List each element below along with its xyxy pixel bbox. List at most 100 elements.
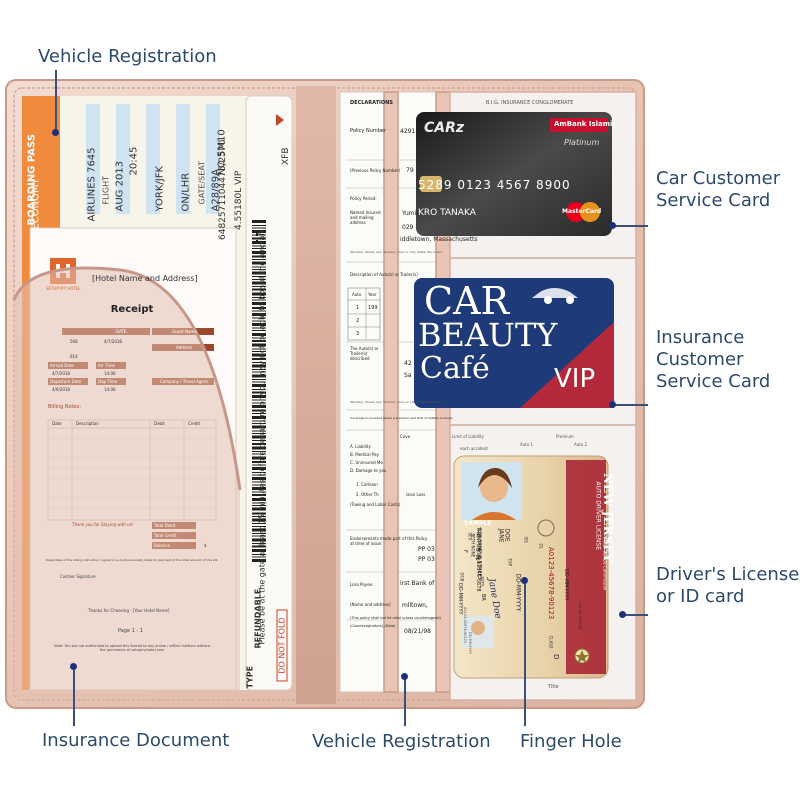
- barcode-bar: [252, 487, 266, 490]
- barcode-bar: [252, 271, 266, 275]
- callout-dot-car-service: [609, 222, 616, 229]
- wallet-spine: [296, 86, 336, 704]
- barcode-bar: [252, 413, 266, 414]
- label-insurance-document: Insurance Document: [42, 730, 230, 751]
- callout-line-insurance-service: [612, 404, 648, 406]
- barcode-bar: [252, 484, 266, 486]
- barcode-bar: [252, 549, 266, 552]
- barcode-bar: [252, 528, 266, 532]
- barcode-bar: [252, 545, 266, 548]
- barcode-bar: [252, 292, 266, 296]
- barcode-bar: [252, 358, 266, 360]
- barcode-bar: [252, 333, 266, 336]
- barcode-bar: [252, 297, 266, 298]
- barcode-bar: [252, 472, 266, 473]
- bank-card: [416, 112, 612, 236]
- barcode-bar: [252, 395, 266, 398]
- barcode-bar: [252, 533, 266, 534]
- license-seal-icon: [537, 519, 555, 537]
- barcode-bar: [252, 481, 266, 483]
- label-insurance-customer-service: Insurance Customer Service Card: [656, 327, 771, 392]
- barcode-bar: [252, 507, 266, 511]
- drivers-license-card: [453, 455, 609, 679]
- barcode-bar: [252, 516, 266, 517]
- barcode-bar: [252, 337, 266, 339]
- car-icon: [532, 288, 578, 298]
- barcode-bar: [252, 255, 266, 258]
- barcode-bar: [252, 299, 266, 301]
- bank-card-body: [416, 112, 612, 236]
- barcode-bar: [252, 369, 266, 370]
- mastercard-yellow-icon: [580, 202, 600, 222]
- barcode-bar: [252, 409, 266, 412]
- barcode-bar: [252, 379, 266, 380]
- barcode-bar: [252, 523, 266, 524]
- barcode-bar: [252, 220, 266, 223]
- barcode-bar: [252, 453, 266, 455]
- barcode-bar: [252, 245, 266, 247]
- barcode-bar: [252, 230, 266, 233]
- label-vehicle-registration-top: Vehicle Registration: [38, 46, 217, 67]
- barcode-bar: [252, 259, 266, 260]
- barcode-bar: [252, 320, 266, 322]
- barcode-bar: [252, 225, 266, 226]
- barcode-bar: [252, 327, 266, 329]
- barcode-bar: [252, 538, 266, 542]
- barcode-bar: [252, 430, 266, 432]
- barcode-bar: [252, 276, 266, 277]
- barcode-bar: [252, 440, 266, 441]
- license-photo-hair: [478, 468, 512, 488]
- barcode-bar: [252, 234, 266, 236]
- barcode-bar: [252, 384, 266, 387]
- callout-line-insurance-doc: [73, 666, 75, 726]
- barcode-bar: [252, 494, 266, 496]
- barcode-bar: [252, 371, 266, 373]
- barcode-bar: [252, 288, 266, 291]
- callout-line-license: [622, 614, 648, 616]
- barcode-bar: [252, 323, 266, 326]
- barcode-bar: [252, 446, 266, 450]
- label-finger-hole: Finger Hole: [520, 731, 622, 752]
- card-chip: [420, 176, 442, 192]
- mastercard-red-icon: [566, 202, 586, 222]
- left-pocket: [14, 268, 240, 700]
- barcode-bar: [252, 286, 266, 287]
- barcode-bar: [252, 313, 266, 316]
- boarding-pass-barcode: [252, 220, 266, 562]
- barcode-bar: [252, 456, 266, 460]
- barcode-bar: [252, 227, 266, 229]
- license-photo-face: [480, 474, 508, 502]
- barcode-bar: [252, 461, 266, 463]
- callout-dot-insurance-service: [609, 401, 616, 408]
- callout-line-finger-hole: [524, 580, 526, 726]
- label-vehicle-registration-bottom: Vehicle Registration: [312, 731, 491, 752]
- barcode-bar: [252, 391, 266, 394]
- barcode-bar: [252, 237, 266, 240]
- barcode-bar: [252, 512, 266, 515]
- barcode-bar: [252, 467, 266, 470]
- vip-card: [414, 278, 614, 408]
- barcode-bar: [252, 330, 266, 331]
- boarding-pass-columns: [86, 104, 220, 214]
- barcode-bar: [252, 307, 266, 309]
- barcode-bar: [252, 374, 266, 378]
- vip-card-red: [520, 322, 614, 408]
- barcode-bar: [252, 535, 266, 537]
- barcode-bar: [252, 543, 266, 544]
- barcode-bar: [252, 477, 266, 480]
- barcode-bar: [252, 261, 266, 265]
- barcode-bar: [252, 498, 266, 501]
- barcode-bar: [252, 402, 266, 404]
- callout-dot-vehicle-bottom: [401, 673, 408, 680]
- barcode-bar: [252, 399, 266, 401]
- barcode-bar: [252, 389, 266, 390]
- barcode-bar: [252, 248, 266, 249]
- barcode-bar: [252, 554, 266, 555]
- barcode-bar: [252, 416, 266, 419]
- barcode-bar: [252, 251, 266, 254]
- callout-dot-license: [619, 611, 626, 618]
- barcode-bar: [252, 443, 266, 445]
- callout-dot-vehicle-top: [52, 129, 59, 136]
- barcode-bar: [252, 364, 266, 368]
